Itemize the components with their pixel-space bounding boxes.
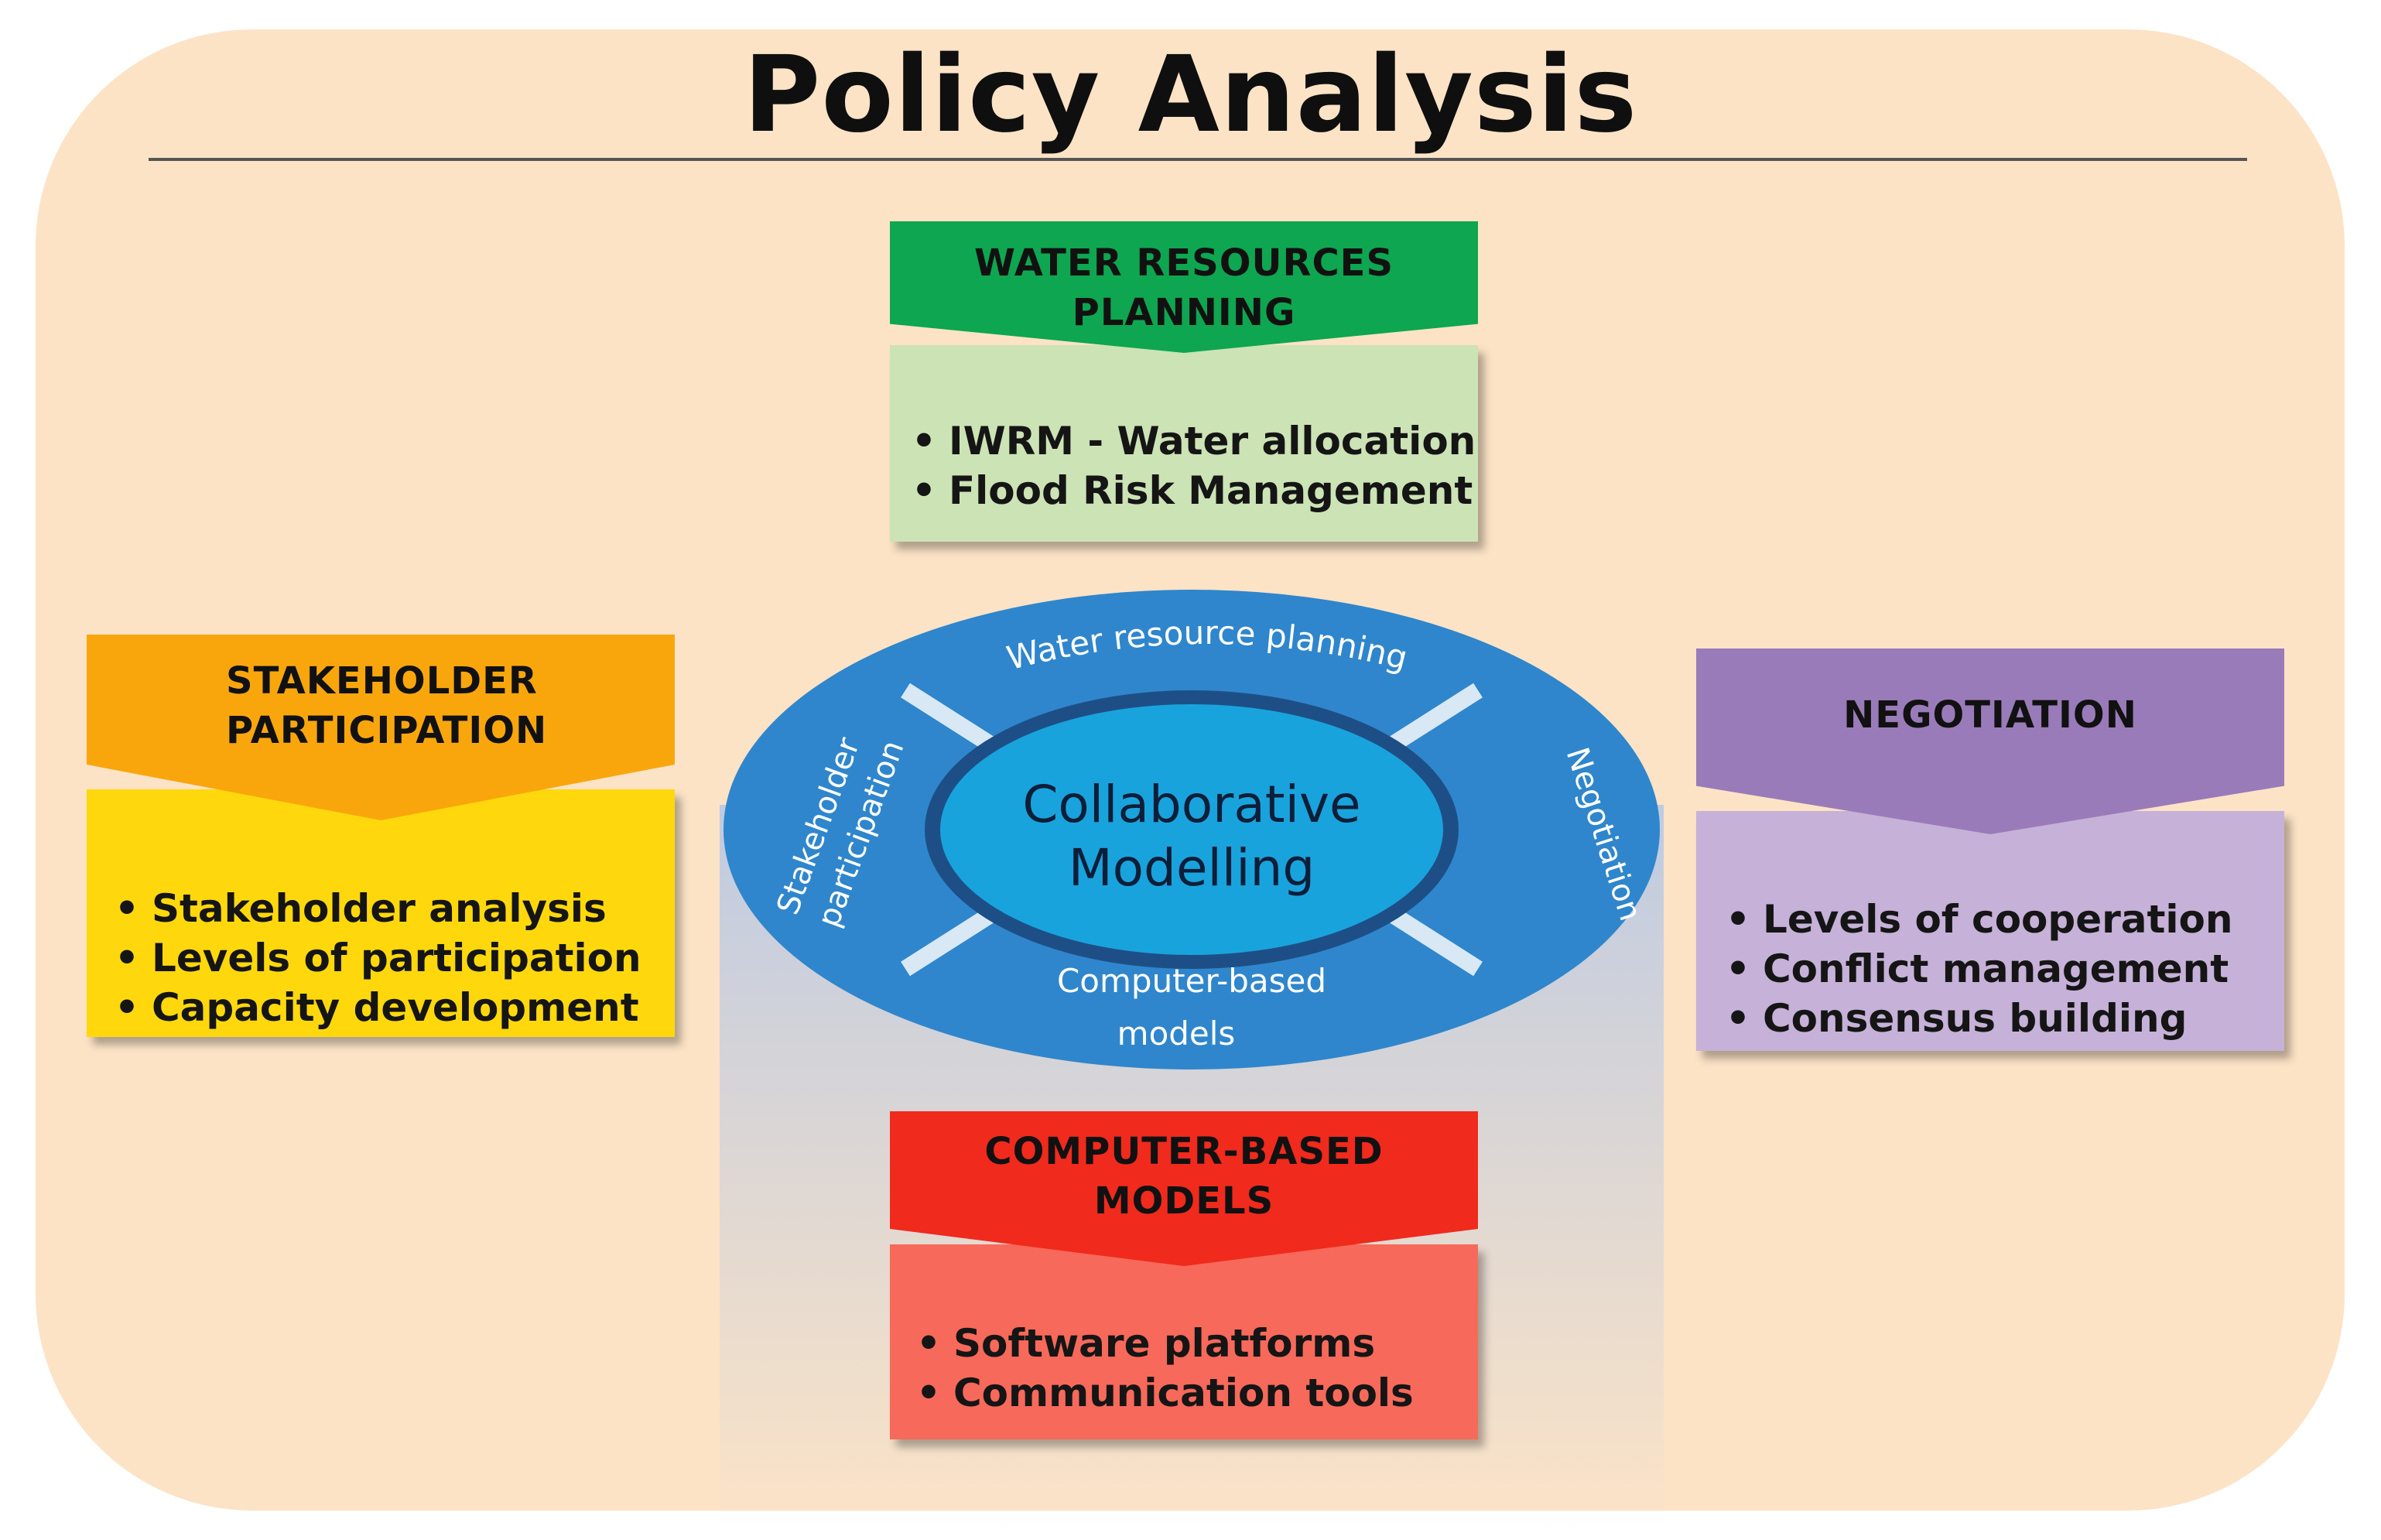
card-stakeholder-item: Capacity development — [115, 983, 675, 1032]
card-computer-header: COMPUTER-BASED MODELS — [890, 1111, 1478, 1266]
segment-label-bottom-line2: models — [1117, 1015, 1236, 1052]
card-water-title-line2: PLANNING — [1072, 291, 1296, 334]
card-negotiation-item: Levels of cooperation — [1726, 895, 2284, 944]
card-computer-body: Software platforms Communication tools — [890, 1244, 1478, 1439]
card-negotiation-list: Levels of cooperation Conflict managemen… — [1726, 895, 2284, 1043]
card-negotiation-body: Levels of cooperation Conflict managemen… — [1696, 811, 2284, 1051]
ring-separator — [1388, 907, 1483, 977]
card-stakeholder-item: Stakeholder analysis — [115, 884, 675, 933]
card-water-list: IWRM - Water allocation Flood Risk Manag… — [912, 416, 1478, 515]
ring-separator — [901, 907, 995, 977]
card-computer-item: Communication tools — [916, 1368, 1478, 1418]
card-computer-title-line2: MODELS — [1093, 1179, 1274, 1223]
card-computer-item: Software platforms — [916, 1319, 1478, 1368]
card-computer-title-line1: COMPUTER-BASED — [984, 1130, 1384, 1173]
core-label-line2: Modelling — [1069, 838, 1315, 898]
card-stakeholder-participation: Stakeholder analysis Levels of participa… — [87, 635, 675, 1037]
ring-core — [940, 704, 1443, 955]
card-stakeholder-title-line1: STAKEHOLDER — [226, 659, 538, 703]
ring-separator — [901, 683, 995, 752]
card-negotiation-title: NEGOTIATION — [1843, 693, 2137, 737]
card-water-header: WATER RESOURCES PLANNING — [890, 221, 1478, 353]
card-computer-based-models: Software platforms Communication tools C… — [890, 1111, 1478, 1439]
card-water-body: IWRM - Water allocation Flood Risk Manag… — [890, 345, 1478, 542]
title-divider — [149, 158, 2247, 161]
card-water-item: IWRM - Water allocation — [912, 416, 1478, 466]
card-stakeholder-list: Stakeholder analysis Levels of participa… — [115, 884, 675, 1032]
collaborative-modelling-ring: Collaborative Modelling Water resource p… — [724, 590, 1660, 1069]
card-water-resources-planning: IWRM - Water allocation Flood Risk Manag… — [890, 221, 1478, 542]
core-label-line1: Collaborative — [1022, 775, 1360, 834]
page-title: Policy Analysis — [743, 34, 1638, 156]
card-stakeholder-body: Stakeholder analysis Levels of participa… — [87, 789, 675, 1037]
card-negotiation-header: NEGOTIATION — [1696, 649, 2284, 834]
card-water-title-line1: WATER RESOURCES — [973, 241, 1394, 285]
card-computer-list: Software platforms Communication tools — [916, 1319, 1478, 1418]
segment-label-bottom-line1: Computer-based — [1057, 962, 1326, 1000]
ring-separator — [1388, 683, 1483, 752]
card-water-item: Flood Risk Management — [912, 466, 1478, 515]
card-negotiation-item: Conflict management — [1726, 944, 2284, 994]
card-stakeholder-item: Levels of participation — [115, 933, 675, 983]
card-negotiation-item: Consensus building — [1726, 994, 2284, 1043]
card-negotiation: Levels of cooperation Conflict managemen… — [1696, 649, 2284, 1051]
card-stakeholder-title-line2: PARTICIPATION — [226, 709, 548, 752]
